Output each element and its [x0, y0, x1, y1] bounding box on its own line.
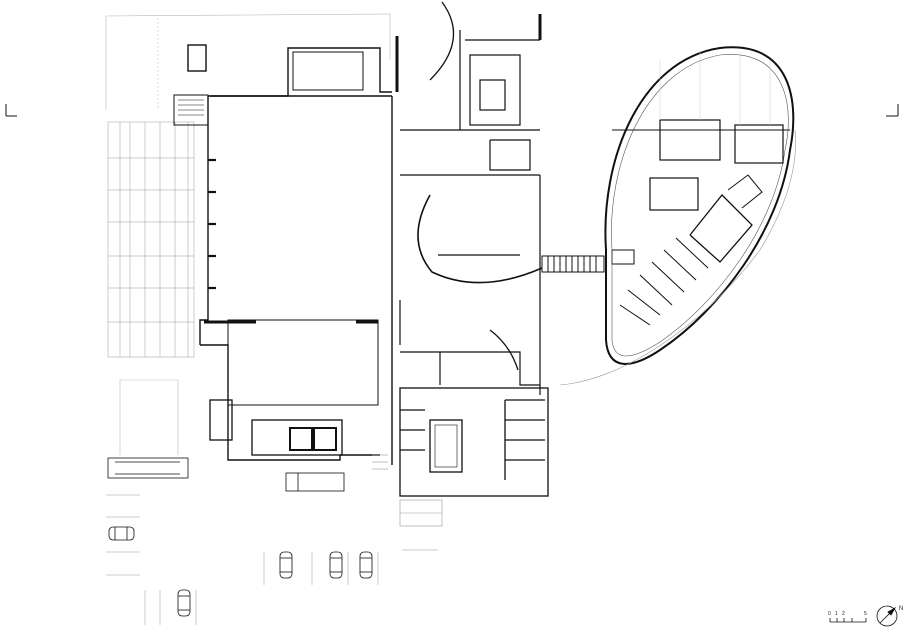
pergola-grid	[107, 121, 195, 358]
parking-lines	[106, 494, 438, 625]
site-boundary	[105, 13, 391, 455]
entry-ramp	[372, 454, 443, 527]
scale-tick-1: 1	[835, 611, 838, 617]
car-2	[279, 551, 293, 579]
east-wing-grid	[659, 50, 771, 125]
car-1	[108, 526, 135, 541]
left-section-mark	[5, 104, 17, 117]
central-lobby-walls	[399, 30, 541, 395]
south-service-block	[399, 387, 549, 497]
roof-slab	[204, 14, 542, 324]
bus	[107, 457, 189, 479]
right-section-mark	[886, 104, 899, 117]
link-bridge	[541, 249, 635, 273]
north-arrow-icon	[876, 605, 898, 627]
curved-walls	[417, 1, 543, 371]
north-label: N	[899, 606, 904, 612]
main-hall-walls	[173, 47, 393, 465]
scale-tick-2: 2	[842, 611, 845, 617]
car-3	[329, 551, 343, 579]
truck	[285, 472, 345, 492]
scale-tick-0: 0	[828, 611, 831, 617]
car-4	[359, 551, 373, 579]
teardrop-wing	[559, 46, 796, 386]
scale-tick-5: 5	[864, 611, 867, 617]
annex-rooms	[209, 399, 343, 456]
columns-west	[208, 158, 216, 290]
scale-bar	[829, 618, 867, 623]
kiosk-room	[187, 44, 207, 72]
car-5	[177, 589, 191, 617]
